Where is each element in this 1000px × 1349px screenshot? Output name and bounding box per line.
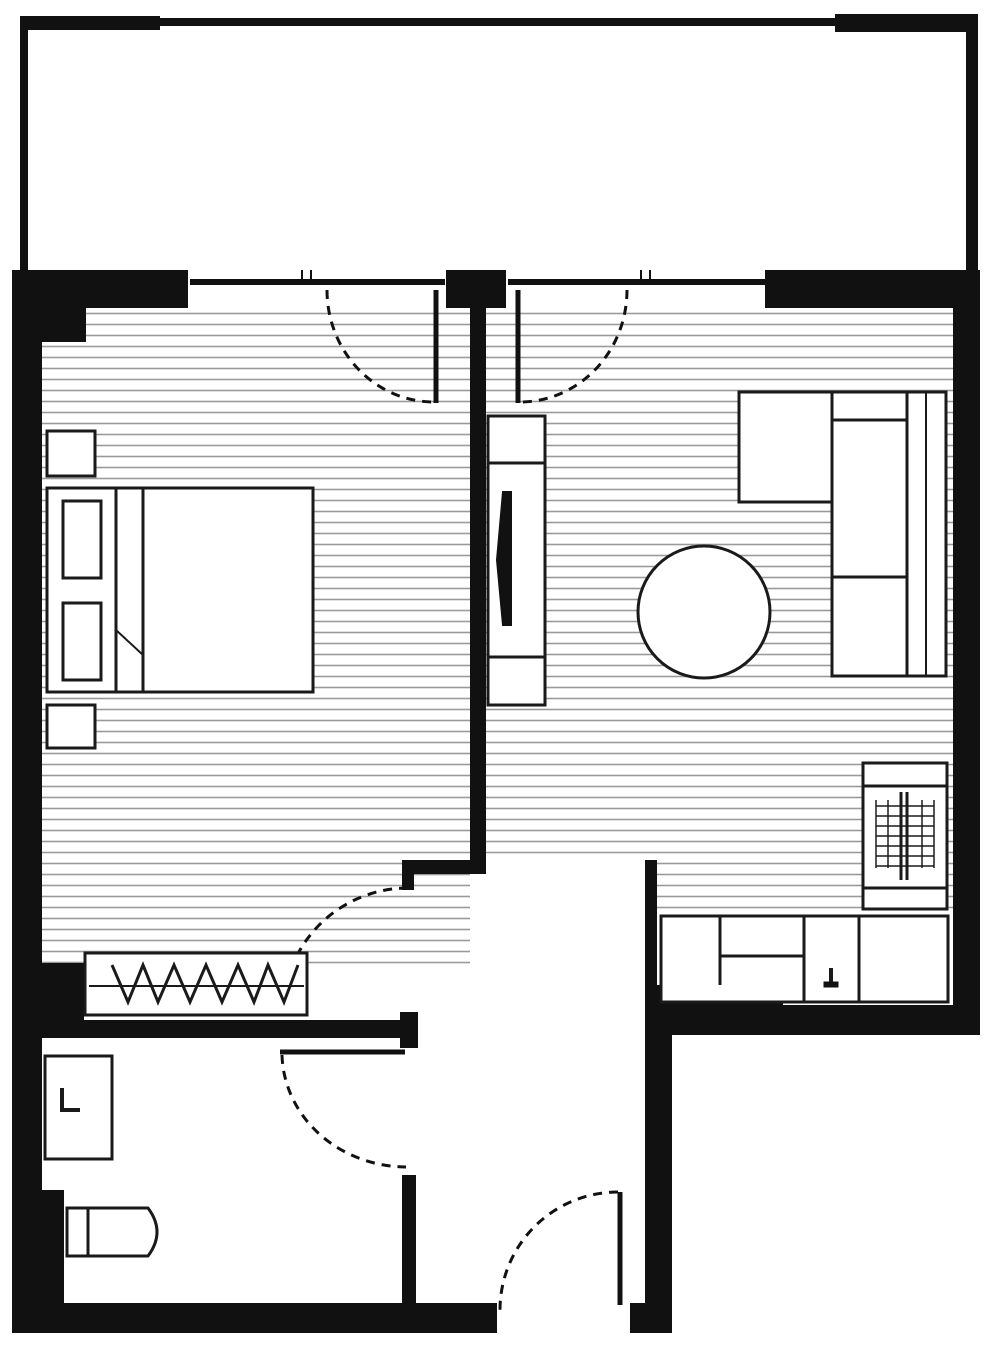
double-bed-icon [45,486,315,694]
bathroom-fixtures [43,1054,159,1258]
balcony-rail-right [966,18,978,276]
bedside-table-icon [45,703,97,750]
bedside-table-icon [45,429,97,478]
wall-entry-right [645,1020,672,1333]
vanity-icon [43,1054,114,1161]
bedroom-furniture [45,429,315,750]
fridge-icon [861,761,949,911]
wall-bottom [12,1303,497,1333]
wall-bath-door-jamb [400,1012,418,1048]
tv-icon [495,491,512,626]
wall-bedroom-corner-tab [402,860,414,890]
wall-bath-right [402,1175,416,1333]
wall-left-bedroom [12,270,42,975]
pillow [61,601,103,682]
door-swing-icon [280,1054,407,1169]
balcony [20,14,978,276]
wall-bedroom-living [470,300,486,874]
wall-entry-bottom-right [630,1303,672,1333]
wall-hall-right [645,860,657,1020]
balcony-post-right [835,14,978,32]
wall-bedroom-corner [402,860,486,874]
wall-entry-bottom-left [485,1303,497,1333]
kitchen [659,761,950,1004]
balcony-rail-top [20,18,978,26]
sofa-icon [737,390,948,678]
walls [12,270,980,1333]
door-swing-icon [325,289,435,404]
balcony-rail-left [20,18,28,276]
bedroom-floor-nook [85,305,470,311]
door-swing-icon [519,289,629,404]
round-table-icon [636,544,772,680]
hangers [110,961,300,1006]
cooktop-grate [875,800,935,868]
living-furniture [486,390,948,707]
toilet-icon [65,1206,159,1258]
wall-top-right [765,270,980,308]
pillow [61,499,103,580]
sink-icon [823,968,839,988]
door-swing-icon [498,1190,619,1311]
balcony-doors [190,270,765,404]
wardrobe-icon [83,951,309,1017]
tv-unit-icon [486,414,547,707]
balcony-post-left [20,16,160,30]
kitchen-counter-icon [659,914,950,1004]
wall-right [953,270,980,1035]
wall-bath-top [12,1020,412,1038]
